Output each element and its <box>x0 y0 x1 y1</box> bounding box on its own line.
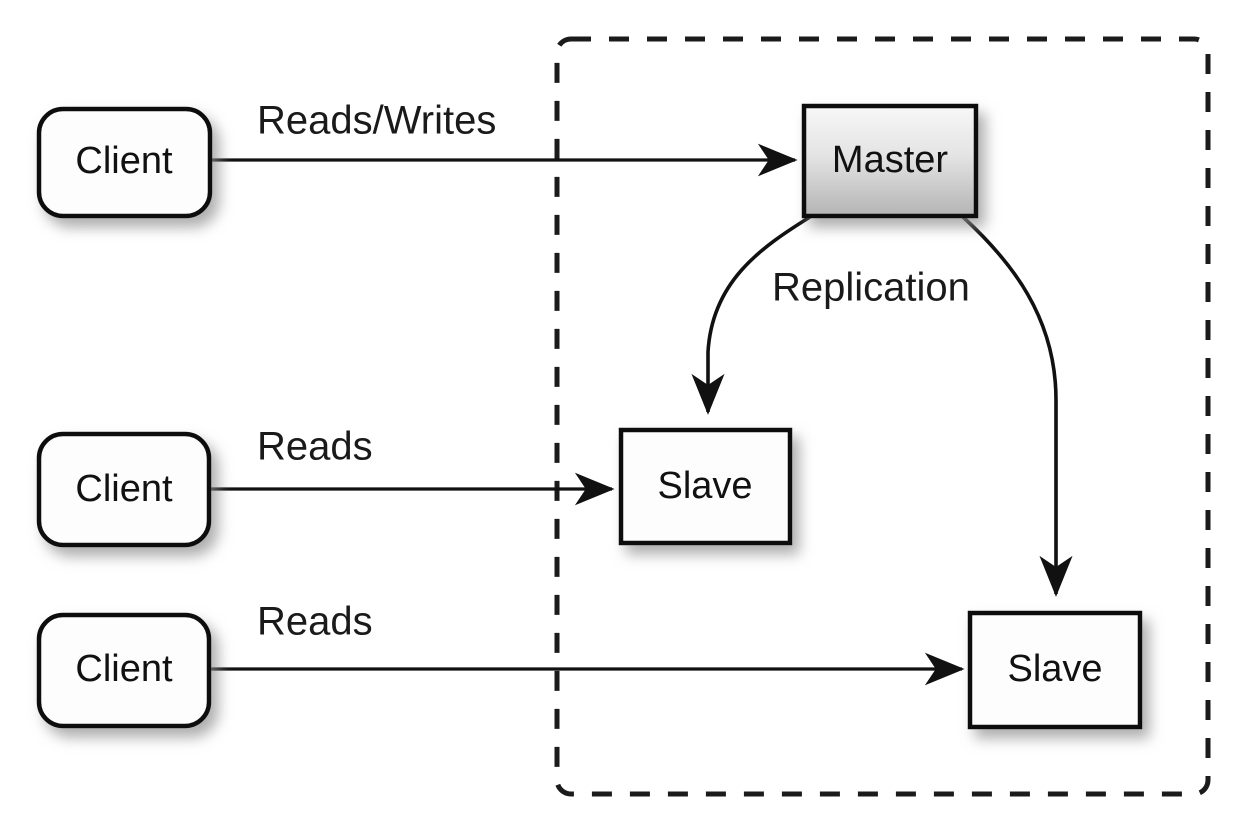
node-client-3[interactable]: Client <box>36 612 212 729</box>
edge-label-reads-writes: Reads/Writes <box>257 99 496 143</box>
slave-2-shape <box>967 610 1143 730</box>
node-master[interactable]: Master <box>801 103 979 219</box>
slave-1-label: Slave <box>657 465 752 507</box>
edge-label-reads-bottom: Reads <box>257 600 373 644</box>
slave-1-shape <box>618 427 793 546</box>
edge-label-reads-middle: Reads <box>257 425 373 469</box>
client-1-shape <box>36 106 213 219</box>
slave-2-label: Slave <box>1007 648 1102 690</box>
client-3-label: Client <box>75 648 173 690</box>
master-shape <box>801 103 979 219</box>
node-slave-1[interactable]: Slave <box>618 427 793 546</box>
master-label: Master <box>832 139 948 181</box>
node-client-1[interactable]: Client <box>36 106 213 219</box>
edge-master-to-slave1 <box>691 215 811 415</box>
edge-label-replication: Replication <box>772 266 970 310</box>
client-1-label: Client <box>75 140 173 182</box>
client-2-label: Client <box>75 468 173 510</box>
edge-master-to-slave2 <box>961 215 1073 597</box>
node-client-2[interactable]: Client <box>36 431 212 548</box>
client-3-shape <box>36 612 212 729</box>
replication-cluster-boundary <box>554 36 1211 797</box>
node-slave-2[interactable]: Slave <box>967 610 1143 730</box>
client-2-shape <box>36 431 212 548</box>
